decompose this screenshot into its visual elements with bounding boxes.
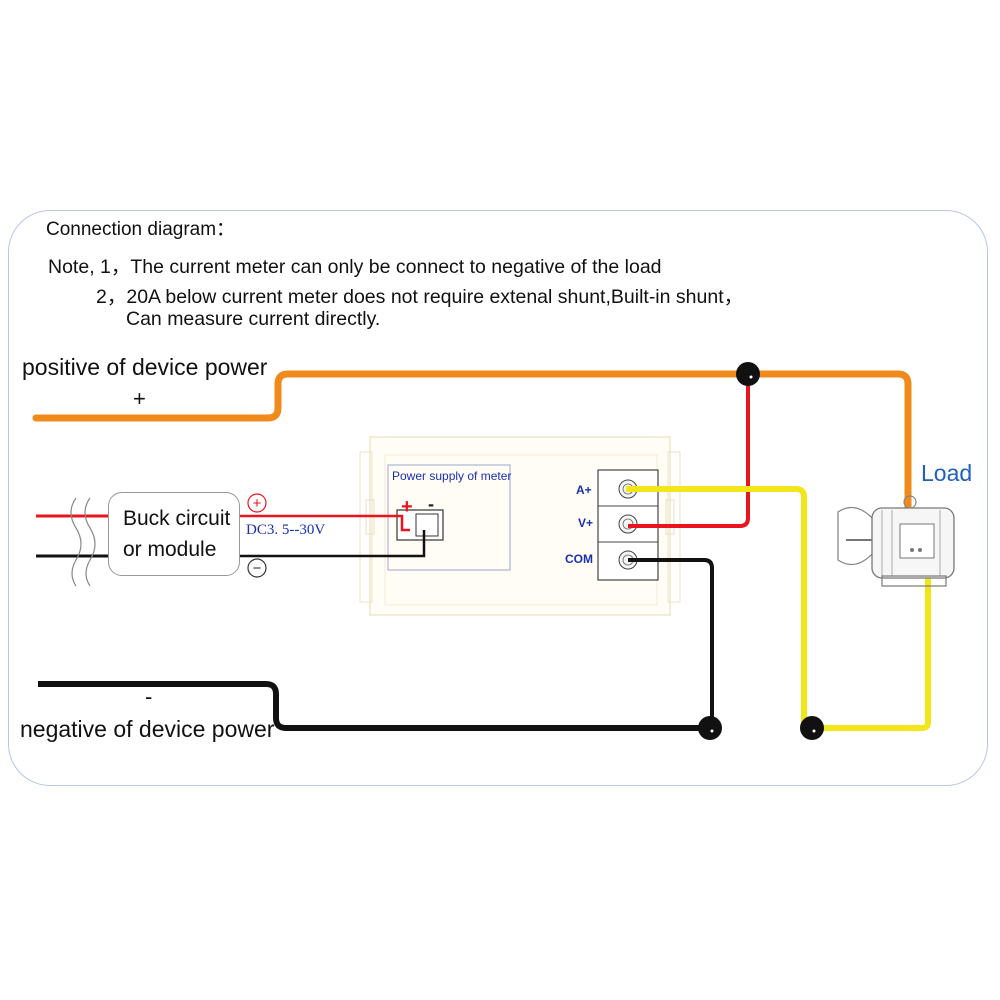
wire-break-marks [70,497,96,587]
positive-power-label: positive of device power [22,354,268,380]
negative-wire [38,681,710,731]
diagram-frame [8,210,988,786]
buck-label-line-2: or module [123,538,217,561]
buck-minus-symbol [247,558,267,578]
voltage-range-label: DC3. 5--30V [246,522,326,538]
buck-plus-symbol [247,493,267,513]
junction-negative [698,716,722,740]
junction-current [800,716,824,740]
diagram-title: Connection diagram： [46,219,236,240]
buck-minus-text: − [253,560,262,577]
buck-output-black-wire [240,530,426,558]
negative-sign: - [145,684,153,709]
negative-power-label: negative of device power [20,716,275,742]
note-line-1: Note, 1，The current meter can only be co… [48,256,662,278]
junction-positive [736,362,760,386]
terminal-label-v: V+ [578,516,594,530]
voltage-wire [628,374,750,528]
note-line-3: Can measure current directly. [126,308,381,330]
buck-plus-text: + [253,495,262,512]
supply-plus-sign: + [401,496,413,518]
power-supply-box [387,464,511,571]
motor-icon [837,495,955,587]
supply-minus-sign: - [428,494,434,514]
terminal-label-com: COM [565,552,593,566]
buck-output-red-wire [240,514,410,532]
load-label: Load [921,460,973,486]
buck-label-line-1: Buck circuit [123,507,231,530]
positive-sign: + [133,386,146,411]
power-supply-label: Power supply of meter [392,469,512,483]
terminal-label-a: A+ [576,483,592,497]
note-line-2: 2，20A below current meter does not requi… [96,286,744,308]
buck-module-box [108,492,240,576]
positive-wire [32,370,912,552]
com-wire [628,558,714,728]
